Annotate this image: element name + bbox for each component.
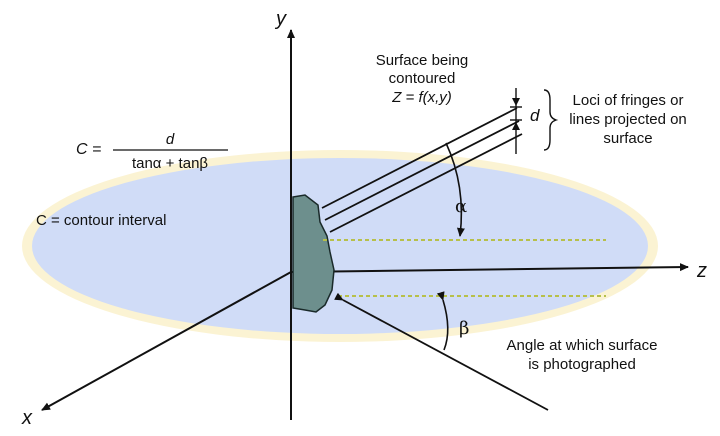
angle-label-line1: Angle at which surface (507, 337, 658, 354)
d-dimension-arrow-top (512, 98, 520, 106)
fringe-line-2 (324, 120, 520, 221)
d-label: d (530, 106, 540, 125)
contoured-surface (292, 194, 335, 313)
y-axis-label: y (274, 8, 287, 30)
contour-interval-label: C = contour interval (36, 212, 166, 229)
loci-brace (543, 89, 559, 151)
fringe-line-3 (329, 133, 523, 233)
x-axis-label: x (21, 407, 33, 429)
formula-lhs: C = (76, 141, 101, 158)
alpha-label: α (455, 196, 467, 217)
loci-label-line2: lines projected on (569, 111, 687, 128)
angle-label-line2: is photographed (528, 356, 636, 373)
z-axis-label: z (696, 260, 707, 282)
surface-label-line2: contoured (389, 70, 456, 87)
x-axis (41, 271, 292, 411)
d-dimension-arrow-bottom (512, 122, 520, 130)
beta-label: β (459, 318, 469, 339)
z-axis (290, 263, 689, 273)
camera-line (334, 292, 549, 411)
projection-ellipse (32, 158, 648, 334)
formula-denominator: tanα + tanβ (132, 155, 208, 172)
loci-label-line1: Loci of fringes or (573, 92, 684, 109)
fringe-line-1 (321, 107, 518, 209)
surface-equation: Z = f(x,y) (391, 89, 452, 106)
formula-numerator: d (166, 131, 175, 148)
beta-arc (436, 291, 449, 351)
alpha-arc (445, 142, 465, 237)
surface-label-line1: Surface being (376, 52, 469, 69)
loci-label-line3: surface (603, 130, 652, 147)
